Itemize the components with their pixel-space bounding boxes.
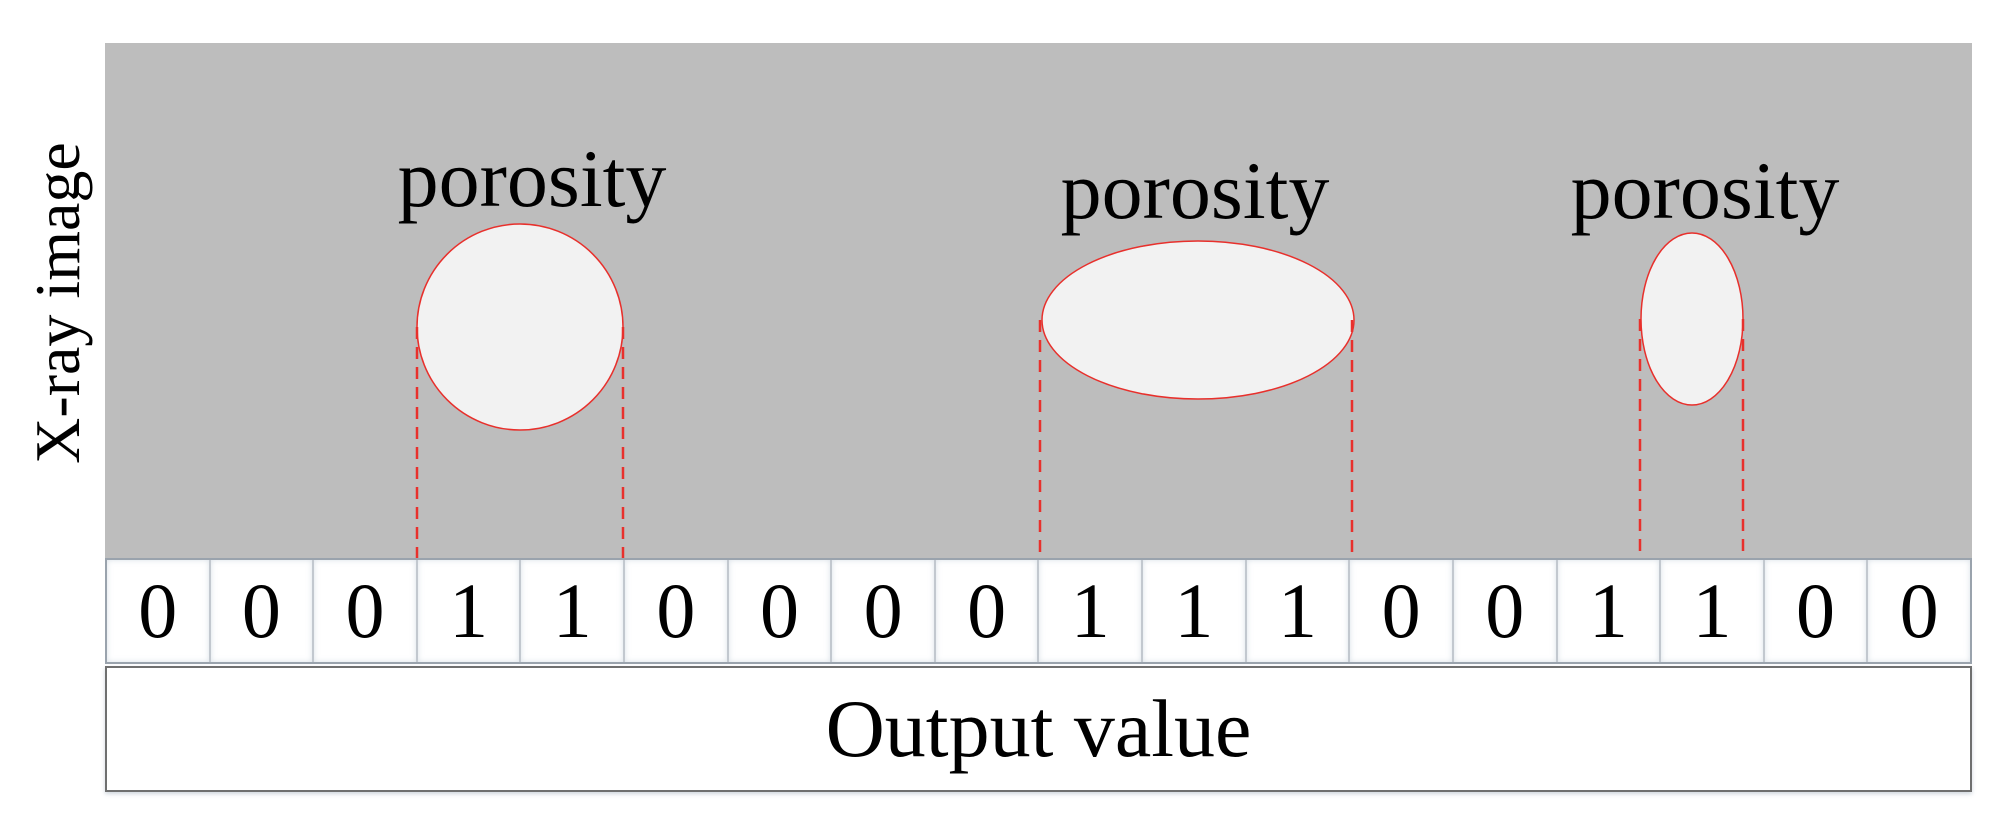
- output-cell: 0: [1451, 560, 1556, 662]
- output-cell: 0: [208, 560, 313, 662]
- output-cell: 0: [830, 560, 934, 662]
- output-cell: 0: [1866, 560, 1972, 662]
- output-cell: 1: [1141, 560, 1245, 662]
- output-cell: 1: [415, 560, 520, 662]
- output-cell: 1: [1244, 560, 1349, 662]
- output-cell: 0: [105, 560, 209, 662]
- porosity-label-1: porosity: [397, 133, 667, 224]
- output-cell: 0: [1348, 560, 1452, 662]
- output-cell: 1: [519, 560, 624, 662]
- output-cell: 0: [933, 560, 1038, 662]
- porosity-label-2: porosity: [1060, 145, 1330, 236]
- output-cell: 0: [1762, 560, 1867, 662]
- y-axis-label: X-ray image: [22, 142, 93, 464]
- output-value-label: Output value: [825, 683, 1252, 774]
- output-cell: 0: [312, 560, 416, 662]
- xray-image-panel: [105, 43, 1972, 558]
- output-cell: 1: [1037, 560, 1142, 662]
- output-cell: 0: [726, 560, 831, 662]
- porosity-label-3: porosity: [1570, 145, 1840, 236]
- output-cell: 1: [1555, 560, 1660, 662]
- output-value-box: Output value: [105, 666, 1972, 792]
- output-cell: 0: [623, 560, 727, 662]
- output-cell: 1: [1659, 560, 1763, 662]
- output-value-cells: 0 0 0 1 1 0 0 0 0 1 1 1 0 0 1 1 0 0: [105, 558, 1972, 664]
